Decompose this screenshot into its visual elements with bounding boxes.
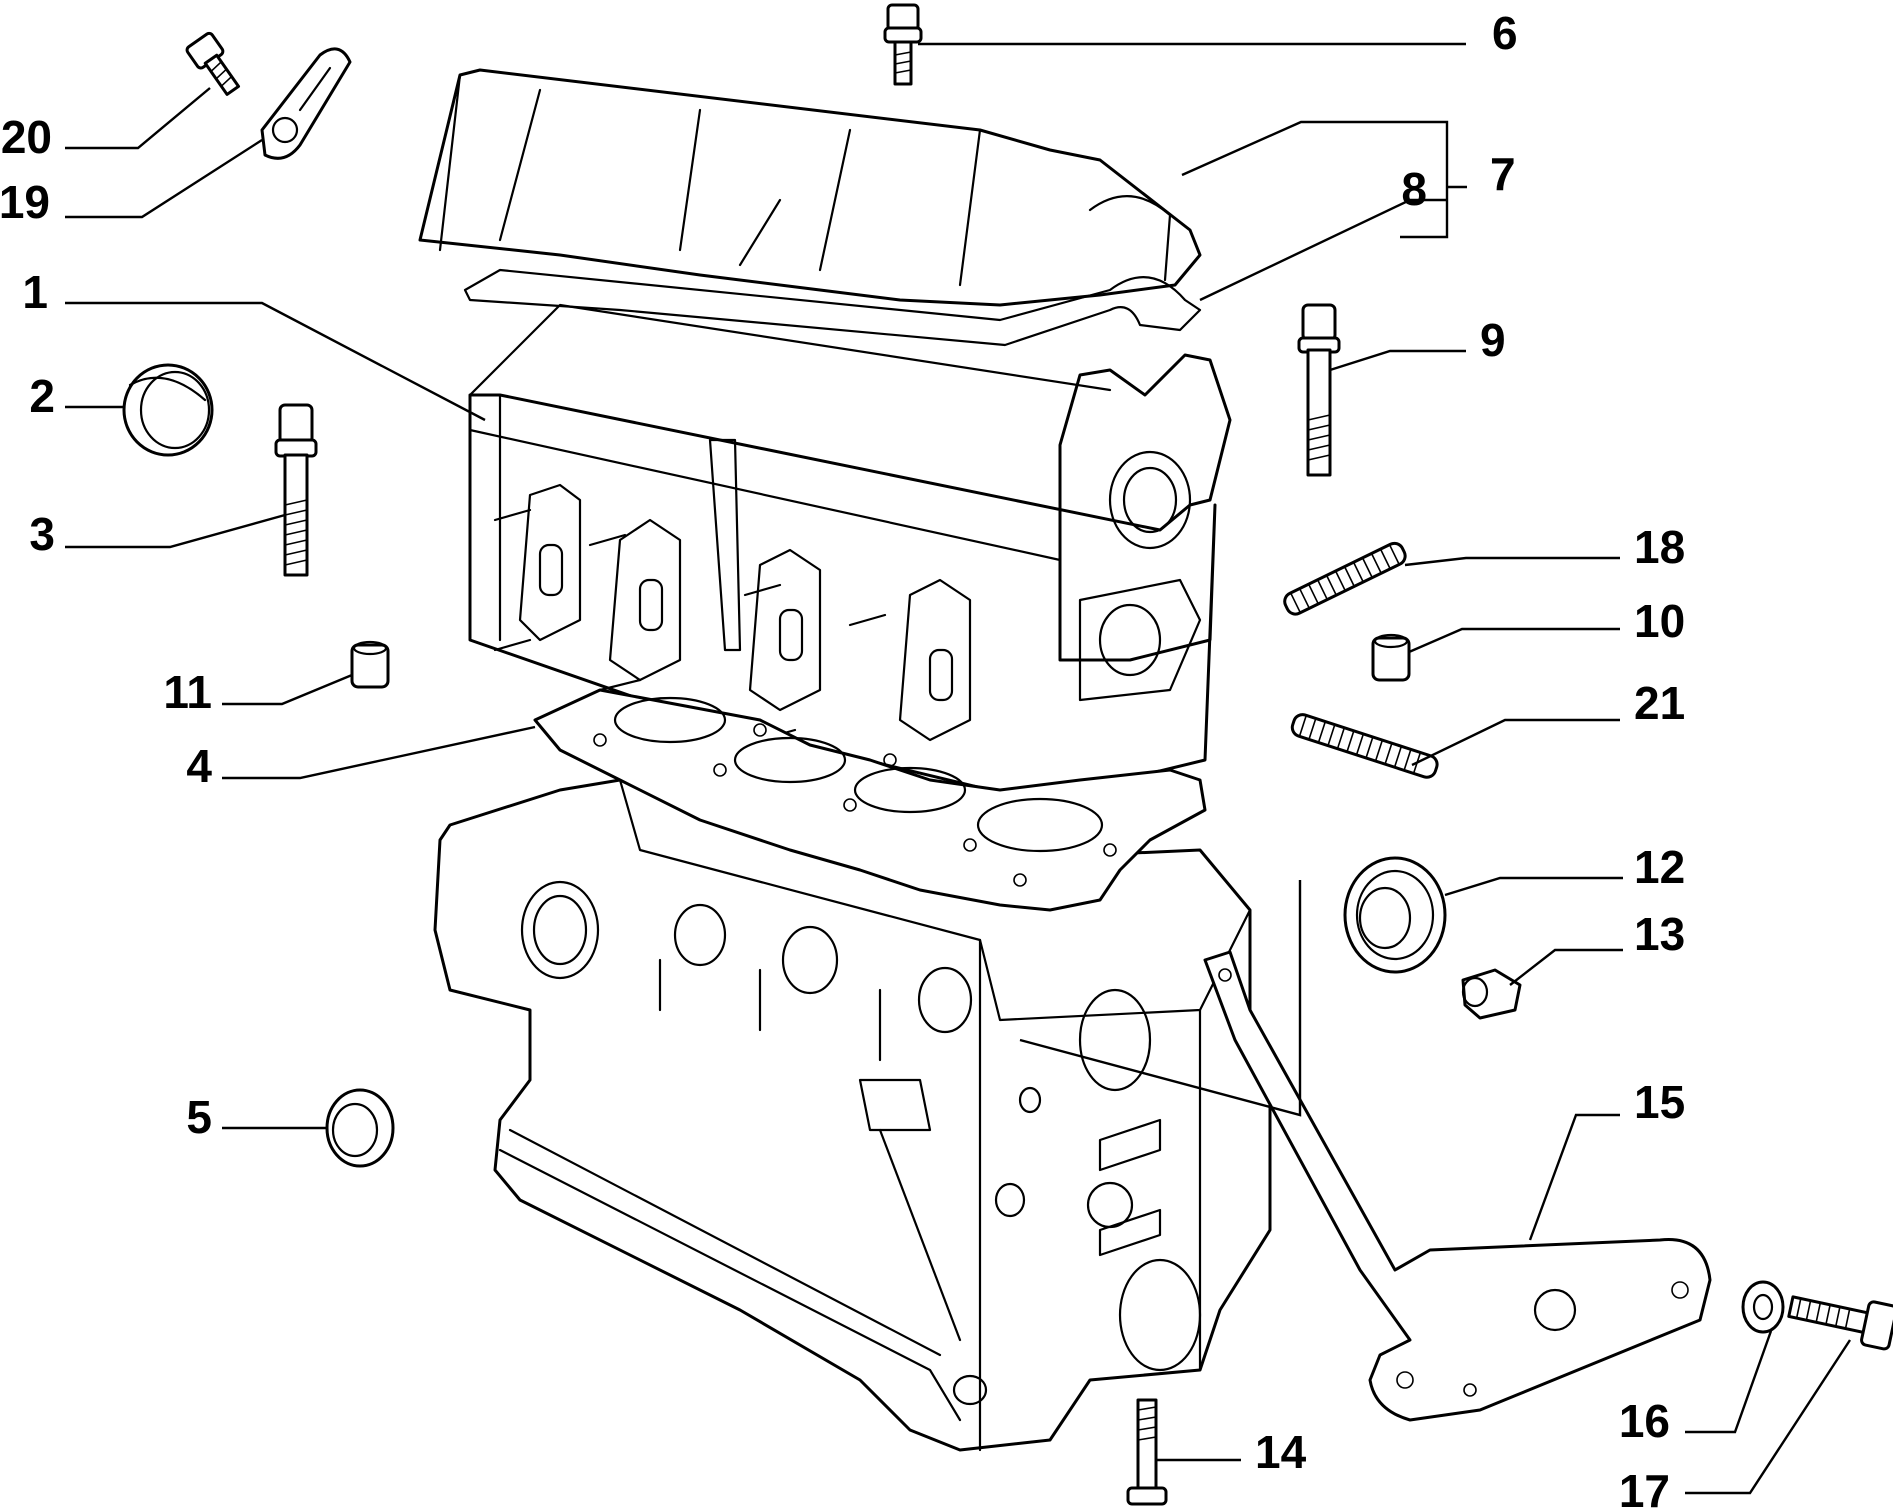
callout-6: 6 bbox=[1492, 7, 1518, 59]
bracket-bolt bbox=[1787, 1295, 1893, 1351]
engine-block bbox=[433, 778, 1272, 1452]
leader-lines bbox=[65, 42, 1852, 1495]
callout-17: 17 bbox=[1619, 1465, 1670, 1511]
callout-13: 13 bbox=[1634, 908, 1685, 960]
callout-3: 3 bbox=[29, 508, 55, 560]
valve-cover bbox=[418, 68, 1202, 307]
callout-7: 7 bbox=[1490, 148, 1516, 200]
callout-4: 4 bbox=[186, 740, 212, 792]
callout-8: 8 bbox=[1401, 163, 1427, 215]
callout-18: 18 bbox=[1634, 521, 1685, 573]
small-bolt bbox=[185, 31, 241, 96]
plug bbox=[1461, 968, 1522, 1020]
callout-16: 16 bbox=[1619, 1395, 1670, 1447]
oil-seal-small bbox=[325, 1088, 395, 1168]
callout-15: 15 bbox=[1634, 1076, 1685, 1128]
callout-1: 1 bbox=[22, 266, 48, 318]
callout-2: 2 bbox=[29, 370, 55, 422]
callout-12: 12 bbox=[1634, 841, 1685, 893]
head-bolt-left bbox=[274, 403, 318, 577]
callout-21: 21 bbox=[1634, 677, 1685, 729]
callout-19: 19 bbox=[0, 176, 50, 228]
washer bbox=[1741, 1280, 1785, 1334]
stud-lower bbox=[1290, 713, 1439, 779]
dowel-left bbox=[350, 640, 390, 689]
callout-10: 10 bbox=[1634, 595, 1685, 647]
callout-20: 20 bbox=[1, 111, 52, 163]
tappet-cup bbox=[122, 363, 214, 457]
callout-11: 11 bbox=[163, 666, 212, 718]
cover-bracket bbox=[260, 47, 352, 160]
valve-cover-gasket bbox=[463, 268, 1202, 347]
support-bracket bbox=[1203, 950, 1712, 1422]
dowel-right bbox=[1371, 633, 1411, 682]
cover-bolt bbox=[883, 3, 923, 86]
callout-9: 9 bbox=[1480, 314, 1506, 366]
bottom-bolt bbox=[1126, 1398, 1168, 1506]
callout-14: 14 bbox=[1255, 1426, 1307, 1478]
oil-seal-large bbox=[1343, 856, 1447, 974]
head-bolt-right bbox=[1297, 303, 1341, 477]
head-gasket bbox=[533, 688, 1207, 912]
stud-upper bbox=[1283, 541, 1407, 616]
callout-5: 5 bbox=[186, 1091, 212, 1143]
callout-numbers: 1 2 3 4 5 6 7 8 9 10 11 12 13 14 15 16 1… bbox=[0, 7, 1685, 1511]
